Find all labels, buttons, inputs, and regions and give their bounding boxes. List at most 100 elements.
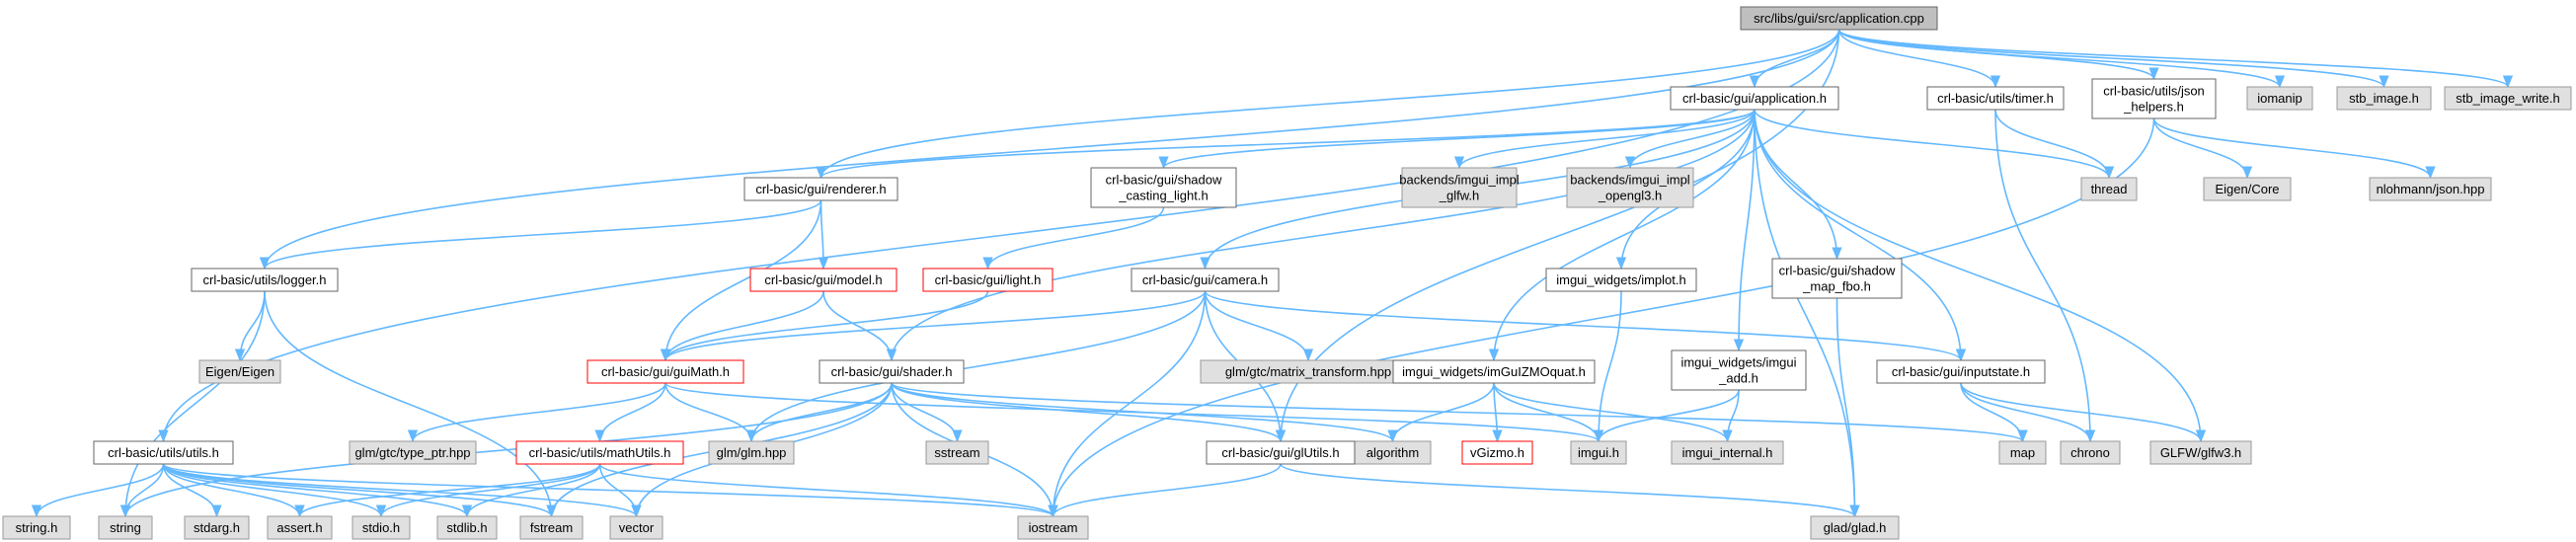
node-box — [2149, 440, 2252, 465]
edge-root-to-stb_image_write_h — [1837, 29, 2513, 89]
edge-inputstate_h-to-glfw3_h — [1960, 382, 2207, 443]
node-glutils-h[interactable]: crl-basic/gui/glUtils.h — [1206, 440, 1356, 465]
node-label: fstream — [530, 520, 573, 535]
node-stb-image-write-h: stb_image_write.h — [2444, 86, 2572, 111]
node-label: crl-basic/gui/guiMath.h — [601, 364, 730, 379]
edge-app_h-to-imguizmoquat_h — [1488, 109, 1756, 362]
edge-glutils_h-to-iostream — [1048, 463, 1282, 518]
node-label: crl-basic/utils/timer.h — [1937, 91, 2054, 106]
node-box — [1670, 86, 1839, 111]
node-imgui-add-h[interactable]: imgui_widgets/imgui_add.h — [1671, 349, 1807, 391]
edge-shadow_casting-to-light_h — [982, 206, 1165, 271]
node-glm-type-ptr: glm/gtc/type_ptr.hpp — [349, 440, 477, 465]
edge-mathutils_h-to-vector — [598, 463, 642, 518]
node-label: glm/glm.hpp — [717, 445, 787, 460]
node-json-helpers[interactable]: crl-basic/utils/json_helpers.h — [2091, 78, 2217, 119]
node-label: algorithm — [1366, 445, 1419, 460]
edge-model_h-to-shader_h — [822, 290, 898, 362]
edge-utils_h-to-stdio_h — [162, 463, 387, 518]
node-root[interactable]: src/libs/gui/src/application.cpp — [1740, 6, 1938, 31]
node-box — [1131, 268, 1280, 292]
node-implot-h[interactable]: imgui_widgets/implot.h — [1545, 268, 1697, 292]
node-label: _map_fbo.h — [1802, 279, 1871, 294]
node-box — [1017, 515, 1089, 540]
node-stdlib-h: stdlib.h — [436, 515, 498, 540]
node-model-h: crl-basic/gui/model.h — [749, 268, 898, 292]
node-shadow-map-fbo[interactable]: crl-basic/gui/shadow_map_fbo.h — [1771, 258, 1903, 299]
node-label: stb_image_write.h — [2456, 91, 2560, 106]
node-box — [2060, 440, 2121, 465]
node-label: backends/imgui_impl — [1399, 173, 1520, 188]
node-timer-h[interactable]: crl-basic/utils/timer.h — [1926, 86, 2065, 111]
node-shader-h[interactable]: crl-basic/gui/shader.h — [819, 359, 965, 384]
node-glfw3-h: GLFW/glfw3.h — [2149, 440, 2252, 465]
edge-app_h-to-glfw3_h — [1754, 109, 2207, 443]
node-label: crl-basic/gui/shadow — [1106, 173, 1222, 188]
node-box — [922, 268, 1054, 292]
node-box — [1740, 6, 1938, 31]
node-box — [1090, 167, 1237, 208]
node-box — [184, 515, 250, 540]
node-label: crl-basic/gui/light.h — [935, 272, 1042, 287]
node-camera-h[interactable]: crl-basic/gui/camera.h — [1131, 268, 1280, 292]
edge-inputstate_h-to-chrono — [1960, 382, 2096, 443]
node-label: imgui_widgets/implot.h — [1556, 272, 1686, 287]
node-box — [1570, 440, 1627, 465]
node-glm-matrix-transform: glm/gtc/matrix_transform.hpp — [1200, 359, 1417, 384]
edge-imguizmoquat_h-to-vgizmo_h — [1492, 382, 1503, 443]
edge-renderer_h-to-guimath_h — [660, 199, 822, 362]
edge-utils_h-to-iostream — [162, 463, 1058, 518]
node-label: glm/gtc/matrix_transform.hpp — [1225, 364, 1391, 379]
node-box — [2203, 177, 2292, 201]
node-imguizmoquat-h[interactable]: imgui_widgets/imGuIZMOquat.h — [1392, 359, 1596, 384]
edge-shadow_map_fbo-to-glad_h — [1835, 297, 1860, 518]
node-label: string.h — [16, 520, 58, 535]
node-logger-h[interactable]: crl-basic/utils/logger.h — [191, 268, 339, 292]
node-imgui-impl-glfw: backends/imgui_impl_glfw.h — [1399, 167, 1520, 208]
edge-utils_h-to-string — [119, 463, 165, 518]
edge-root-to-iomanip — [1837, 29, 2285, 89]
edge-imguizmoquat_h-to-algorithm — [1387, 382, 1495, 443]
edge-guimath_h-to-glm_type_ptr — [407, 382, 666, 443]
node-app-h[interactable]: crl-basic/gui/application.h — [1670, 86, 1839, 111]
node-utils-h[interactable]: crl-basic/utils/utils.h — [93, 440, 234, 465]
node-eigen-core: Eigen/Core — [2203, 177, 2292, 201]
edge-utils_h-to-stdlib_h — [162, 463, 472, 518]
node-shadow-casting[interactable]: crl-basic/gui/shadow_casting_light.h — [1090, 167, 1237, 208]
node-renderer-h[interactable]: crl-basic/gui/renderer.h — [743, 177, 898, 201]
node-label: map — [2010, 445, 2035, 460]
node-box — [1401, 167, 1518, 208]
edge-mathutils_h-to-stdlib_h — [461, 463, 601, 518]
edge-timer_h-to-thread — [1994, 109, 2115, 180]
node-label: crl-basic/gui/inputstate.h — [1892, 364, 2030, 379]
edge-shader_h-to-sstream — [891, 382, 963, 443]
node-box — [1810, 515, 1900, 540]
node-box — [1771, 258, 1903, 299]
node-label: crl-basic/gui/glUtils.h — [1221, 445, 1339, 460]
node-label: assert.h — [276, 520, 322, 535]
node-stb-image-h: stb_image.h — [2336, 86, 2432, 111]
node-box — [1461, 440, 1533, 465]
node-chrono: chrono — [2060, 440, 2121, 465]
edge-imgui_add_h-to-imgui_h — [1593, 389, 1740, 443]
node-light-h: crl-basic/gui/light.h — [922, 268, 1054, 292]
node-label: crl-basic/gui/shadow — [1779, 264, 1896, 278]
node-label: crl-basic/utils/json — [2103, 84, 2205, 99]
node-label: imgui_widgets/imgui — [1680, 355, 1796, 370]
node-label: Eigen/Core — [2215, 182, 2279, 196]
edge-utils_h-to-fstream — [162, 463, 557, 518]
edge-renderer_h-to-logger_h — [260, 199, 822, 271]
node-box — [2246, 86, 2313, 111]
edge-logger_h-to-string — [119, 290, 266, 518]
node-label: backends/imgui_impl — [1570, 173, 1690, 188]
node-box — [351, 515, 411, 540]
node-box — [198, 359, 281, 384]
node-box — [586, 359, 744, 384]
edge-logger_h-to-fstream — [264, 290, 557, 518]
node-label: _casting_light.h — [1118, 189, 1208, 203]
node-stdarg-h: stdarg.h — [184, 515, 250, 540]
node-assert-h: assert.h — [267, 515, 333, 540]
edge-mathutils_h-to-assert_h — [294, 463, 601, 518]
node-inputstate-h[interactable]: crl-basic/gui/inputstate.h — [1876, 359, 2046, 384]
node-box — [2336, 86, 2432, 111]
